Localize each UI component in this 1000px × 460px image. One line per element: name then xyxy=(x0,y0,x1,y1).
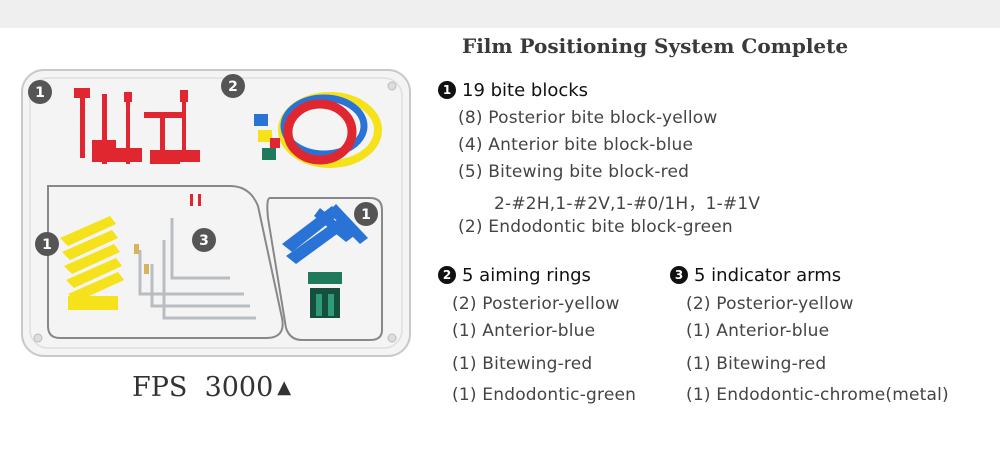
section3-heading-text: 5 indicator arms xyxy=(694,265,842,286)
indicator-arms xyxy=(134,194,256,320)
tray-marker-1a: 1 xyxy=(28,80,52,104)
bullet-number-icon: 1 xyxy=(438,81,456,99)
section3-item: (1) Bitewing-red xyxy=(686,354,827,374)
section2-item: (2) Posterior-yellow xyxy=(452,294,620,314)
tray-illustration: 1 2 1 1 3 xyxy=(21,69,411,357)
compartment-outline xyxy=(47,185,284,339)
section2-item: (1) Anterior-blue xyxy=(452,321,596,341)
tray-marker-label: 1 xyxy=(361,207,371,223)
section2-item: (1) Bitewing-red xyxy=(452,354,593,374)
section3-item: (1) Anterior-blue xyxy=(686,321,830,341)
tray-marker-label: 2 xyxy=(228,79,238,95)
tray-outline xyxy=(21,69,411,357)
section3-item: (2) Posterior-yellow xyxy=(686,294,854,314)
compartment-outline xyxy=(266,197,383,341)
tray-marker-1c: 1 xyxy=(354,202,378,226)
page-title: Film Positioning System Complete xyxy=(462,34,849,58)
section2-heading-text: 5 aiming rings xyxy=(462,265,591,286)
green-bite-blocks xyxy=(308,272,342,318)
red-bite-blocks xyxy=(74,88,200,164)
section3-item: (1) Endodontic-chrome(metal) xyxy=(686,385,949,405)
tray-marker-3: 3 xyxy=(192,228,216,252)
model-name: FPS 3000 xyxy=(132,372,274,403)
section1-item: (8) Posterior bite block-yellow xyxy=(458,108,718,128)
model-caption: FPS 3000▲ xyxy=(132,372,291,403)
tray-marker-2: 2 xyxy=(221,74,245,98)
section1-item: (4) Anterior bite block-blue xyxy=(458,135,694,155)
section1-heading-text: 19 bite blocks xyxy=(462,80,589,101)
tray-marker-label: 1 xyxy=(42,237,52,253)
section1-item: 2-#2H,1-#2V,1-#0/1H，1-#1V xyxy=(494,194,761,214)
section1-heading: 1 19 bite blocks xyxy=(438,80,588,101)
product-tray-image: 1 2 1 1 3 xyxy=(20,68,412,358)
blue-bite-blocks xyxy=(282,204,368,264)
tray-marker-1b: 1 xyxy=(35,232,59,256)
tray-marker-label: 3 xyxy=(199,233,209,249)
section3-heading: 3 5 indicator arms xyxy=(670,265,841,286)
section1-item: (2) Endodontic bite block-green xyxy=(458,217,733,237)
section2-heading: 2 5 aiming rings xyxy=(438,265,591,286)
triangle-icon: ▲ xyxy=(277,377,292,398)
section1-item: (5) Bitewing bite block-red xyxy=(458,162,690,182)
aiming-rings xyxy=(254,92,382,168)
section2-item: (1) Endodontic-green xyxy=(452,385,637,405)
bullet-number-icon: 3 xyxy=(670,266,688,284)
bullet-number-icon: 2 xyxy=(438,266,456,284)
tray-marker-label: 1 xyxy=(35,85,45,101)
top-bar xyxy=(0,0,1000,28)
yellow-bite-blocks xyxy=(60,216,124,310)
